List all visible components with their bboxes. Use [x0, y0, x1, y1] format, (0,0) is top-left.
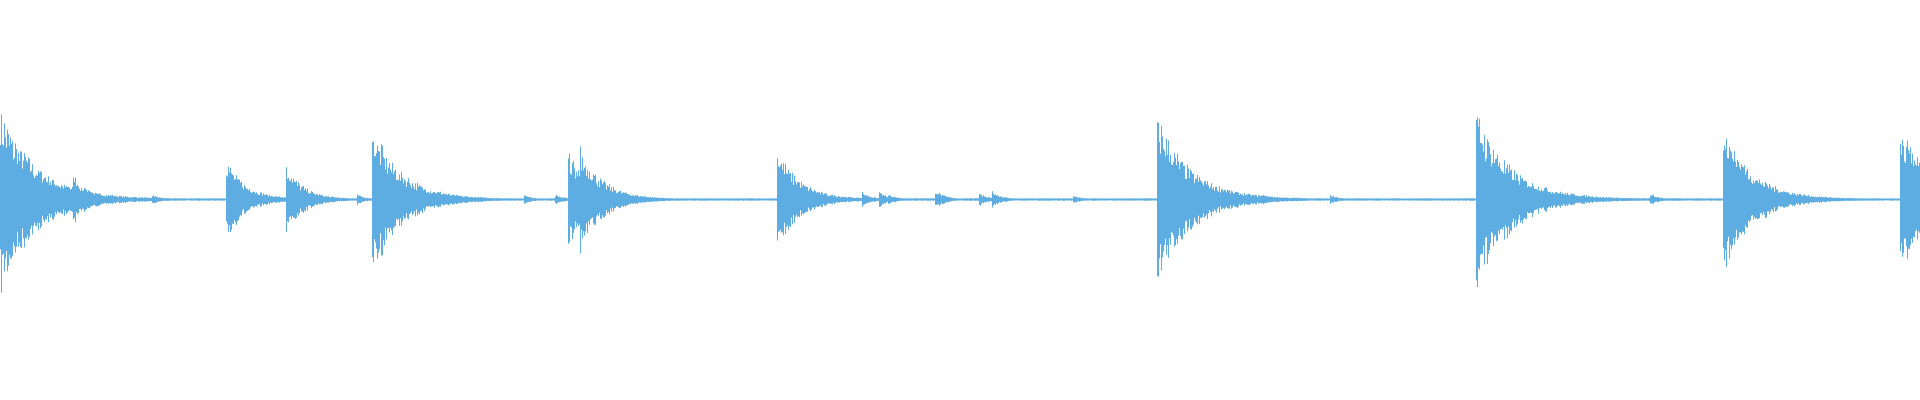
waveform-peaks: [0, 114, 1920, 293]
